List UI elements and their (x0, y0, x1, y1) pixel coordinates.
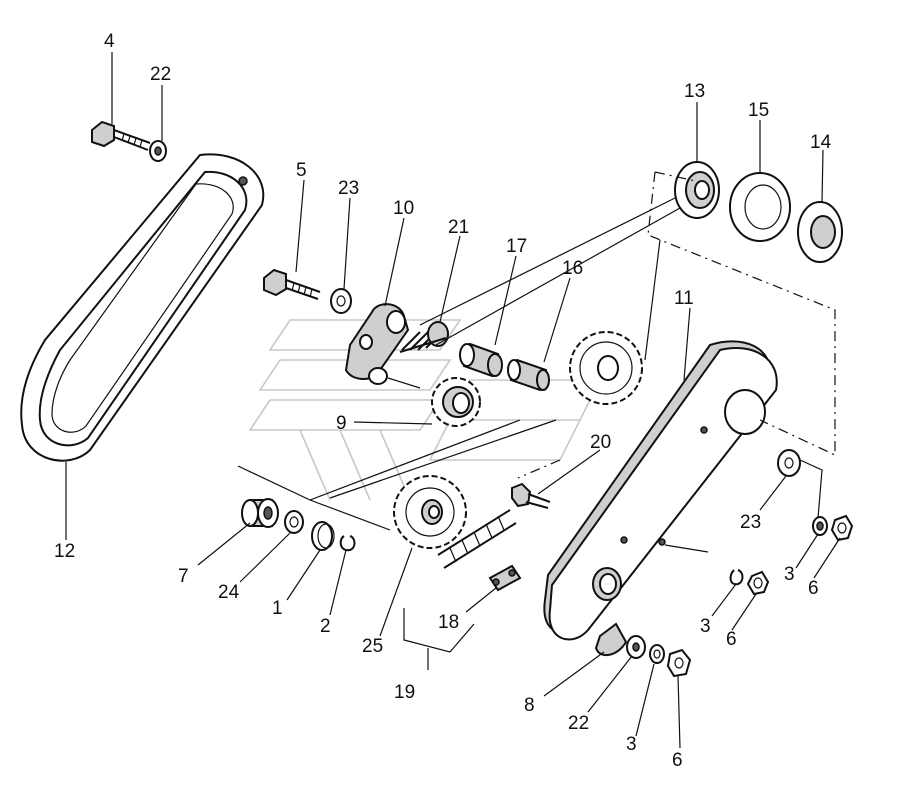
bushing-16 (507, 358, 550, 392)
bushing-17 (459, 342, 503, 378)
callout-18: 18 (438, 612, 459, 633)
callout-23: 23 (338, 178, 359, 199)
washer-23-lower (777, 449, 801, 477)
disc-13 (674, 161, 720, 219)
callout-6b: 6 (726, 629, 737, 650)
callout-9: 9 (336, 413, 347, 434)
bracket-8 (594, 622, 628, 657)
nut-6c (666, 648, 692, 678)
tensioner-arm-10 (344, 303, 421, 389)
nut-6a (830, 514, 854, 542)
washer-23-upper (330, 288, 352, 314)
chain-case-11 (543, 340, 778, 641)
nut-6b (746, 570, 770, 596)
assembly-lines (237, 171, 836, 531)
disc-14 (797, 201, 843, 263)
roller-chain-19 (437, 509, 517, 569)
callout-3a: 3 (784, 564, 795, 585)
lock-washer-3a (812, 516, 828, 536)
callout-1: 1 (272, 598, 283, 619)
lock-washer-3b (729, 569, 744, 586)
bearing-7 (241, 498, 279, 528)
callout-16: 16 (562, 258, 583, 279)
callout-5: 5 (296, 160, 307, 181)
callout-20: 20 (590, 432, 611, 453)
sprocket-25 (393, 475, 467, 549)
callout-21: 21 (448, 217, 469, 238)
washer-22-bottom (626, 635, 646, 659)
callout-22: 22 (150, 64, 171, 85)
callout-3c: 3 (626, 734, 637, 755)
leader-lines (65, 52, 841, 749)
callout-25: 25 (362, 636, 383, 657)
callout-24: 24 (218, 582, 240, 603)
callout-labels: 4 22 5 23 10 21 17 16 13 15 14 11 9 20 2… (54, 31, 832, 771)
spring-21 (399, 321, 449, 353)
callout-14: 14 (810, 132, 832, 153)
washer-22-top (149, 140, 167, 162)
v-belt-12 (20, 153, 265, 462)
seal-15 (729, 172, 791, 242)
callout-6a: 6 (808, 578, 819, 599)
callout-8: 8 (524, 695, 535, 716)
washer-24 (284, 510, 304, 534)
bolt-5 (263, 268, 321, 300)
callout-2: 2 (320, 616, 331, 637)
callout-6c: 6 (672, 750, 683, 771)
callout-19: 19 (394, 682, 415, 703)
callout-17: 17 (506, 236, 527, 257)
callout-3b: 3 (700, 616, 711, 637)
sprocket-9 (431, 377, 481, 427)
bolt-20 (511, 482, 551, 509)
ring-1 (311, 521, 335, 551)
lock-washer-3c (649, 644, 665, 664)
callout-12: 12 (54, 541, 75, 562)
chain-link-18 (488, 564, 522, 592)
callout-15: 15 (748, 100, 769, 121)
callout-11: 11 (674, 288, 694, 309)
callout-22b: 22 (568, 713, 589, 734)
watermark-logo (248, 319, 602, 501)
callout-7: 7 (178, 566, 189, 587)
sprocket-upper (569, 331, 643, 405)
bolt-4 (91, 120, 151, 151)
callout-10: 10 (393, 198, 414, 219)
callout-4: 4 (104, 31, 115, 52)
callout-23b: 23 (740, 512, 761, 533)
circlip-2 (339, 535, 356, 552)
callout-13: 13 (684, 81, 705, 102)
